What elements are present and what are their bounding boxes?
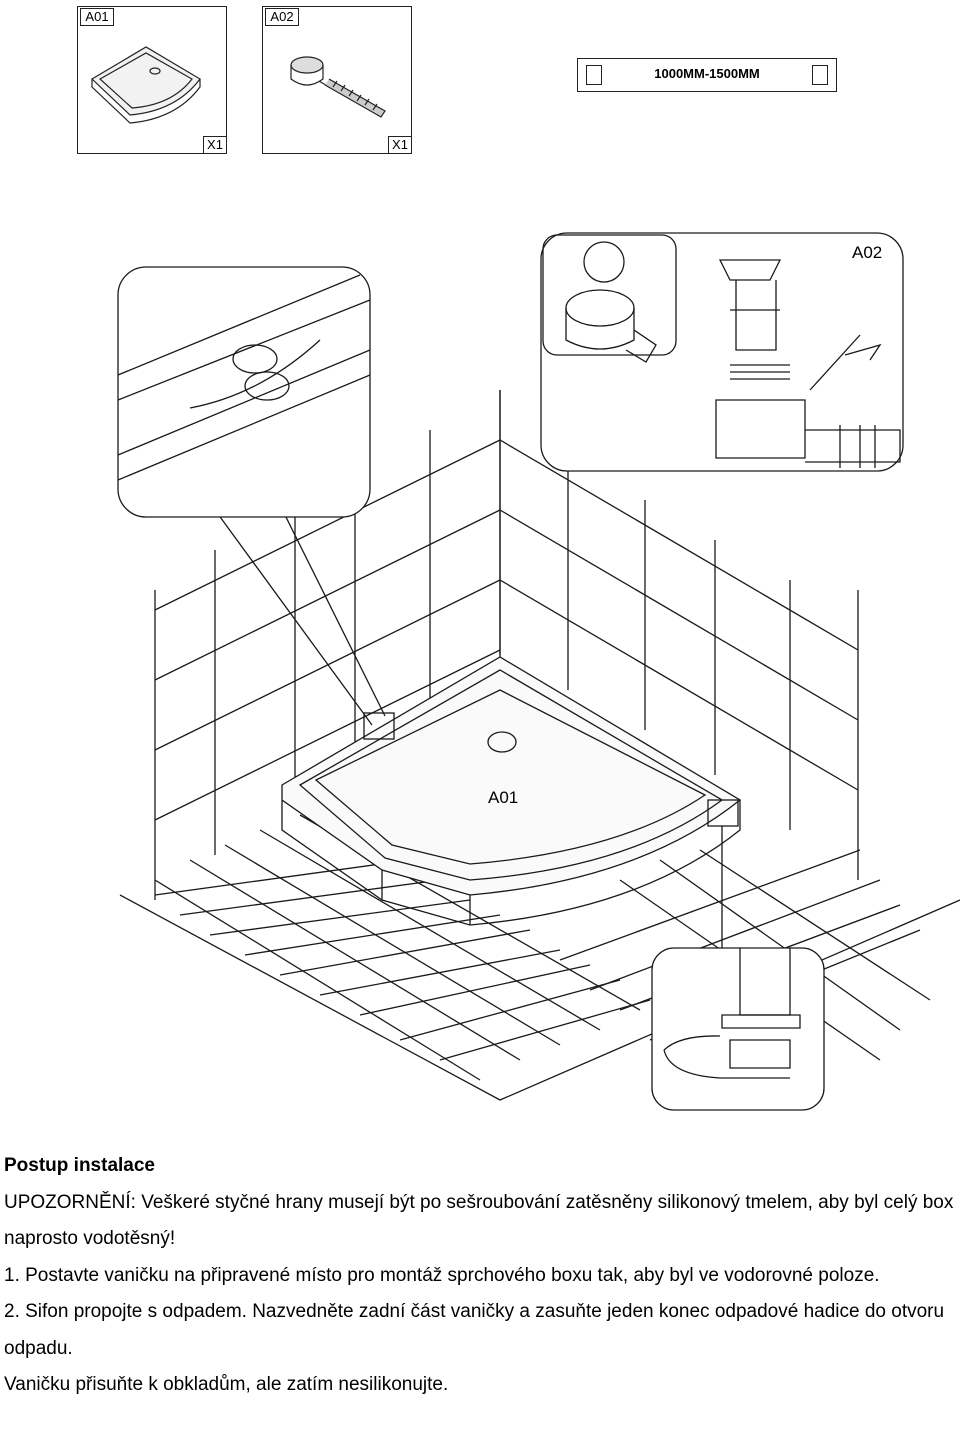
step-2-text: 2. Sifon propojte s odpadem. Nazvedněte …: [4, 1301, 945, 1359]
shower-tray-icon: [91, 46, 201, 124]
level-length-label: 1000MM-1500MM: [654, 66, 760, 81]
part-qty: X1: [203, 136, 227, 154]
level-vial-icon: [586, 65, 602, 85]
instructions: Postup instalace UPOZORNĚNÍ: Veškeré sty…: [4, 1148, 959, 1404]
step-3-text: Vaničku přisuňte k obkladům, ale zatím n…: [4, 1374, 449, 1395]
installation-diagram: A01 A02: [117, 232, 960, 1111]
warning-text: UPOZORNĚNÍ: Veškeré styčné hrany musejí …: [4, 1191, 954, 1250]
part-box-a01: A01 X1: [77, 6, 227, 154]
level-vial-icon: [812, 65, 828, 85]
siphon-detail-label: A02: [852, 243, 882, 262]
part-code: A01: [80, 8, 114, 26]
siphon-icon: [290, 56, 386, 118]
spirit-level: 1000MM-1500MM: [577, 58, 837, 92]
step-1-text: 1. Postavte vaničku na připravené místo …: [4, 1264, 880, 1286]
part-code: A02: [265, 8, 299, 26]
instructions-heading: Postup instalace: [4, 1155, 155, 1176]
part-box-a02: A02 X1: [262, 6, 412, 154]
part-qty: X1: [388, 136, 412, 154]
tray-label: A01: [488, 788, 518, 807]
